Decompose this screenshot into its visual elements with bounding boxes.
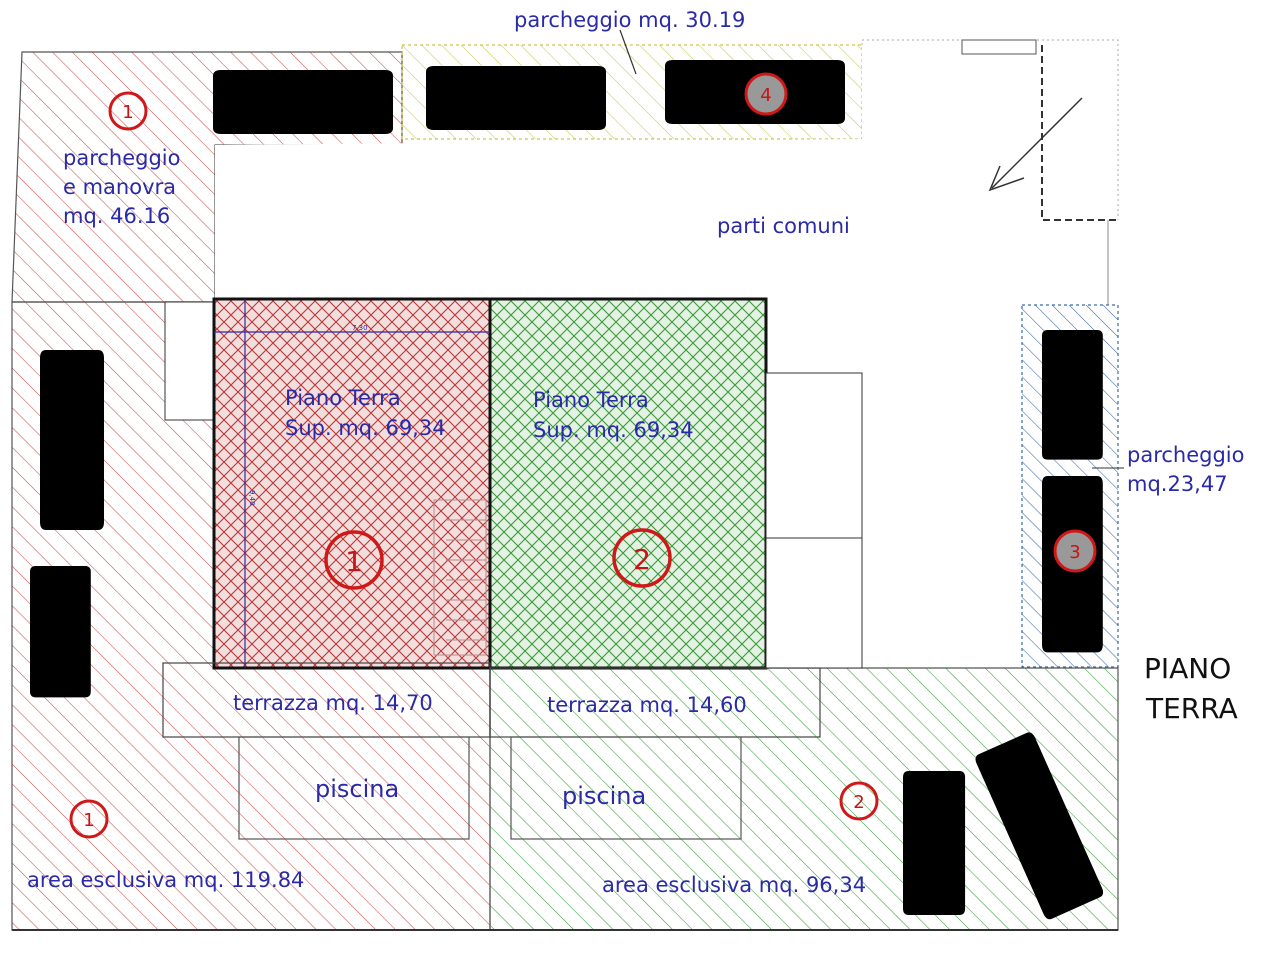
marker-2-area: 2 [853, 792, 864, 813]
marker-1-parking: 1 [122, 102, 133, 123]
car-icon [25, 566, 96, 698]
label-pool-1: piscina [315, 775, 399, 803]
label-parking-manoeuvre-2: e manovra [63, 175, 176, 199]
label-unit2-floor-1: Piano Terra [533, 388, 649, 412]
car-icon [1037, 330, 1108, 460]
label-parking-right-1: parcheggio [1127, 443, 1245, 467]
car-icon [35, 350, 109, 530]
marker-1-area: 1 [83, 810, 94, 831]
direction-arrow-icon [988, 97, 1083, 192]
label-parking-right-2: mq.23,47 [1127, 472, 1228, 496]
car-icon [426, 66, 606, 130]
unit-2-ground-floor [488, 297, 768, 670]
label-terrace-2: terrazza mq. 14,60 [547, 693, 747, 717]
marker-2-unit: 2 [633, 543, 651, 576]
label-common-parts: parti comuni [717, 214, 850, 238]
label-unit1-floor-2: Sup. mq. 69,34 [285, 416, 446, 440]
label-unit1-floor-1: Piano Terra [285, 386, 401, 410]
dim-height: 9,40 [248, 490, 256, 506]
label-parking-manoeuvre-3: mq. 46.16 [63, 204, 170, 228]
title-line-1: PIANO [1144, 652, 1231, 685]
car-icon [898, 771, 970, 915]
marker-1-unit: 1 [345, 545, 363, 578]
label-parking-manoeuvre-1: parcheggio [63, 146, 181, 170]
marker-4-parking: 4 [760, 85, 771, 106]
label-pool-2: piscina [562, 782, 646, 810]
label-terrace-1: terrazza mq. 14,70 [233, 691, 433, 715]
car-icon [213, 70, 393, 134]
title-line-2: TERRA [1145, 692, 1238, 725]
dim-width: 7,30 [352, 324, 368, 332]
marker-3-parking: 3 [1069, 542, 1080, 563]
unit-1-ground-floor [212, 297, 492, 670]
pool-2 [510, 736, 742, 840]
label-unit2-floor-2: Sup. mq. 69,34 [533, 418, 694, 442]
label-exclusive-area-2: area esclusiva mq. 96,34 [602, 873, 866, 897]
label-exclusive-area-1: area esclusiva mq. 119.84 [27, 868, 304, 892]
label-parking-top: parcheggio mq. 30.19 [514, 8, 745, 32]
stairs [433, 499, 487, 656]
dimension-lines [214, 299, 490, 668]
pool-1 [238, 736, 470, 840]
